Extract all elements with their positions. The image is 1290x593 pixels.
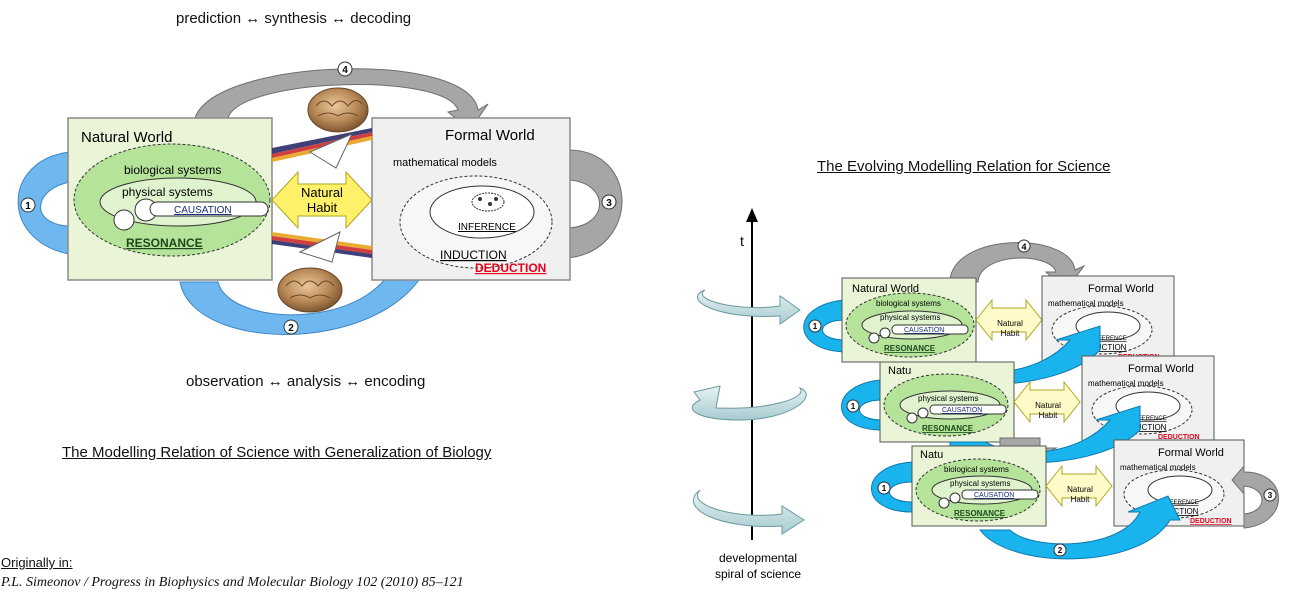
left-modelling-diagram: 4 2 1 3 Natural World biological systems… — [17, 61, 623, 335]
right-evolving-diagram: t developmental spiral of science 4 1 Na… — [691, 208, 1279, 581]
spiral-arrow-top — [697, 289, 801, 325]
formal-world-title: Formal World — [445, 127, 535, 144]
svg-text:Habit: Habit — [1039, 411, 1058, 420]
svg-text:Formal World: Formal World — [1128, 363, 1194, 375]
svg-text:DEDUCTION: DEDUCTION — [1190, 518, 1232, 525]
bottom-process-label: observation ↔ analysis ↔ encoding — [186, 373, 426, 390]
svg-text:2: 2 — [1058, 546, 1063, 555]
inference-label: INFERENCE — [458, 222, 516, 233]
time-axis-label: t — [740, 233, 744, 249]
svg-text:biological systems: biological systems — [876, 299, 941, 308]
svg-text:Natural: Natural — [997, 319, 1023, 328]
spiral-arrow-middle — [691, 385, 807, 421]
arrow-number-2: 2 — [283, 319, 299, 335]
spiral-arrow-bottom — [692, 489, 805, 535]
svg-text:Habit: Habit — [1001, 329, 1020, 338]
svg-text:INDUCTION: INDUCTION — [1154, 507, 1199, 516]
svg-text:3: 3 — [606, 198, 612, 209]
svg-text:1: 1 — [851, 402, 856, 411]
physical-systems-label: physical systems — [122, 185, 213, 199]
svg-text:Natural World: Natural World — [852, 283, 919, 295]
svg-text:physical systems: physical systems — [918, 394, 978, 403]
svg-text:INDUCTION: INDUCTION — [1122, 423, 1167, 432]
arrow-number-1: 1 — [20, 197, 36, 213]
natural-habit-arrow — [271, 170, 373, 230]
svg-text:physical systems: physical systems — [880, 313, 940, 322]
svg-text:RESONANCE: RESONANCE — [922, 424, 974, 433]
mathematical-models-label: mathematical models — [393, 157, 497, 169]
brain-top-image — [307, 87, 369, 133]
svg-text:Natural: Natural — [1067, 485, 1093, 494]
svg-text:4: 4 — [1021, 242, 1026, 252]
svg-text:INDUCTION: INDUCTION — [1082, 343, 1127, 352]
citation-text: P.L. Simeonov / Progress in Biophysics a… — [1, 575, 464, 590]
spiral-label-1: developmental — [719, 551, 797, 565]
evolving-layer-bottom: 1 Natu biological systems physical syste… — [871, 439, 1279, 529]
svg-text:mathematical models: mathematical models — [1048, 299, 1124, 308]
svg-text:1: 1 — [25, 201, 31, 212]
svg-text:Habit: Habit — [1071, 495, 1090, 504]
svg-text:DEDUCTION: DEDUCTION — [1158, 434, 1200, 441]
resonance-label: RESONANCE — [126, 236, 203, 250]
svg-text:Natu: Natu — [920, 449, 943, 461]
svg-text:CAUSATION: CAUSATION — [974, 492, 1014, 499]
svg-text:3: 3 — [1268, 491, 1273, 500]
left-diagram-caption: The Modelling Relation of Science with G… — [62, 444, 492, 461]
arrow-2-blue — [179, 221, 452, 335]
biological-systems-label: biological systems — [124, 163, 221, 177]
svg-text:biological systems: biological systems — [944, 465, 1009, 474]
induction-label: INDUCTION — [440, 248, 507, 262]
svg-text:4: 4 — [342, 65, 348, 76]
svg-text:RESONANCE: RESONANCE — [884, 344, 936, 353]
light-beams — [272, 128, 372, 263]
right-diagram-caption: The Evolving Modelling Relation for Scie… — [817, 158, 1111, 175]
deduction-label: DEDUCTION — [475, 261, 546, 275]
arrow-4-grey — [194, 68, 489, 131]
brain-bottom-image — [277, 267, 343, 313]
natural-habit-label-2: Habit — [307, 200, 338, 215]
svg-text:mathematical models: mathematical models — [1088, 379, 1164, 388]
causation-label: CAUSATION — [174, 205, 232, 216]
inference-ellipse — [429, 185, 535, 239]
svg-text:INFERENCE: INFERENCE — [1164, 500, 1199, 506]
svg-text:INFERENCE: INFERENCE — [1132, 416, 1167, 422]
svg-text:Natu: Natu — [888, 365, 911, 377]
arrow-number-4: 4 — [337, 61, 353, 77]
natural-world-title: Natural World — [81, 129, 172, 146]
arrow-number-3: 3 — [601, 194, 617, 210]
top-process-label: prediction ↔ synthesis ↔ decoding — [176, 10, 412, 27]
evolving-layer-top: 1 Natural World biological systems physi… — [803, 275, 1175, 363]
svg-text:CAUSATION: CAUSATION — [942, 407, 982, 414]
svg-text:RESONANCE: RESONANCE — [954, 509, 1006, 518]
citation-label: Originally in: — [1, 555, 73, 570]
natural-habit-label-1: Natural — [301, 185, 343, 200]
svg-text:1: 1 — [813, 322, 818, 331]
svg-text:Formal World: Formal World — [1158, 447, 1224, 459]
svg-text:Natural: Natural — [1035, 401, 1061, 410]
svg-text:mathematical models: mathematical models — [1120, 463, 1196, 472]
svg-text:1: 1 — [882, 484, 887, 493]
svg-text:2: 2 — [288, 323, 294, 334]
svg-text:physical systems: physical systems — [950, 479, 1010, 488]
spiral-label-2: spiral of science — [715, 567, 801, 581]
svg-text:CAUSATION: CAUSATION — [904, 327, 944, 334]
svg-text:Formal World: Formal World — [1088, 283, 1154, 295]
svg-text:INFERENCE: INFERENCE — [1092, 336, 1127, 342]
